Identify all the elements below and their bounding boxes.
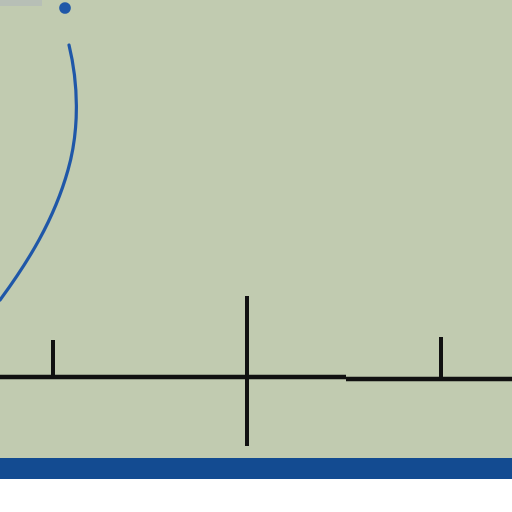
arc-curve [0,43,78,302]
canvas-background [0,0,512,458]
diagram-svg [0,0,512,458]
blue-bottom-bar [0,458,512,479]
white-bottom-margin [0,479,512,512]
dot-marker [59,2,71,14]
diagram-canvas [0,0,512,458]
top-edge-strip [0,0,42,6]
